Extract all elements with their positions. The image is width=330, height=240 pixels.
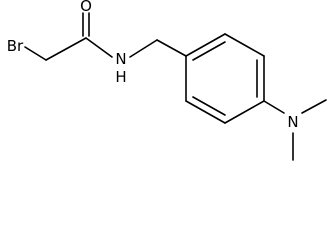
ring-inner-bond-3 — [192, 96, 226, 116]
bond-ring-amine — [263, 100, 285, 114]
bromine-label: Br — [7, 37, 24, 55]
bond-ch2-carbonyl — [45, 37, 87, 61]
amide-nitrogen-label: N — [115, 50, 126, 68]
oxygen-label: O — [80, 0, 92, 15]
bond-carbonyl-nitrogen — [85, 37, 113, 58]
bond-br-ch2 — [24, 46, 47, 61]
bonds — [24, 12, 327, 161]
amine-nitrogen-label: N — [287, 113, 298, 131]
ring-bond-1 — [185, 33, 226, 57]
ring-bond-5 — [185, 100, 226, 124]
ring-inner-bond-1 — [192, 41, 226, 61]
chemical-structure-diagram: Br O N H N — [7, 0, 327, 161]
ring-bond-2 — [224, 33, 265, 57]
bond-amine-methyl-up — [301, 99, 327, 114]
bond-benzyl-ring — [156, 39, 187, 57]
amide-hydrogen-label: H — [115, 68, 126, 86]
bond-nitrogen-benzyl — [129, 39, 158, 58]
atom-labels: Br O N H N — [7, 0, 299, 131]
ring-bond-4 — [224, 100, 265, 124]
